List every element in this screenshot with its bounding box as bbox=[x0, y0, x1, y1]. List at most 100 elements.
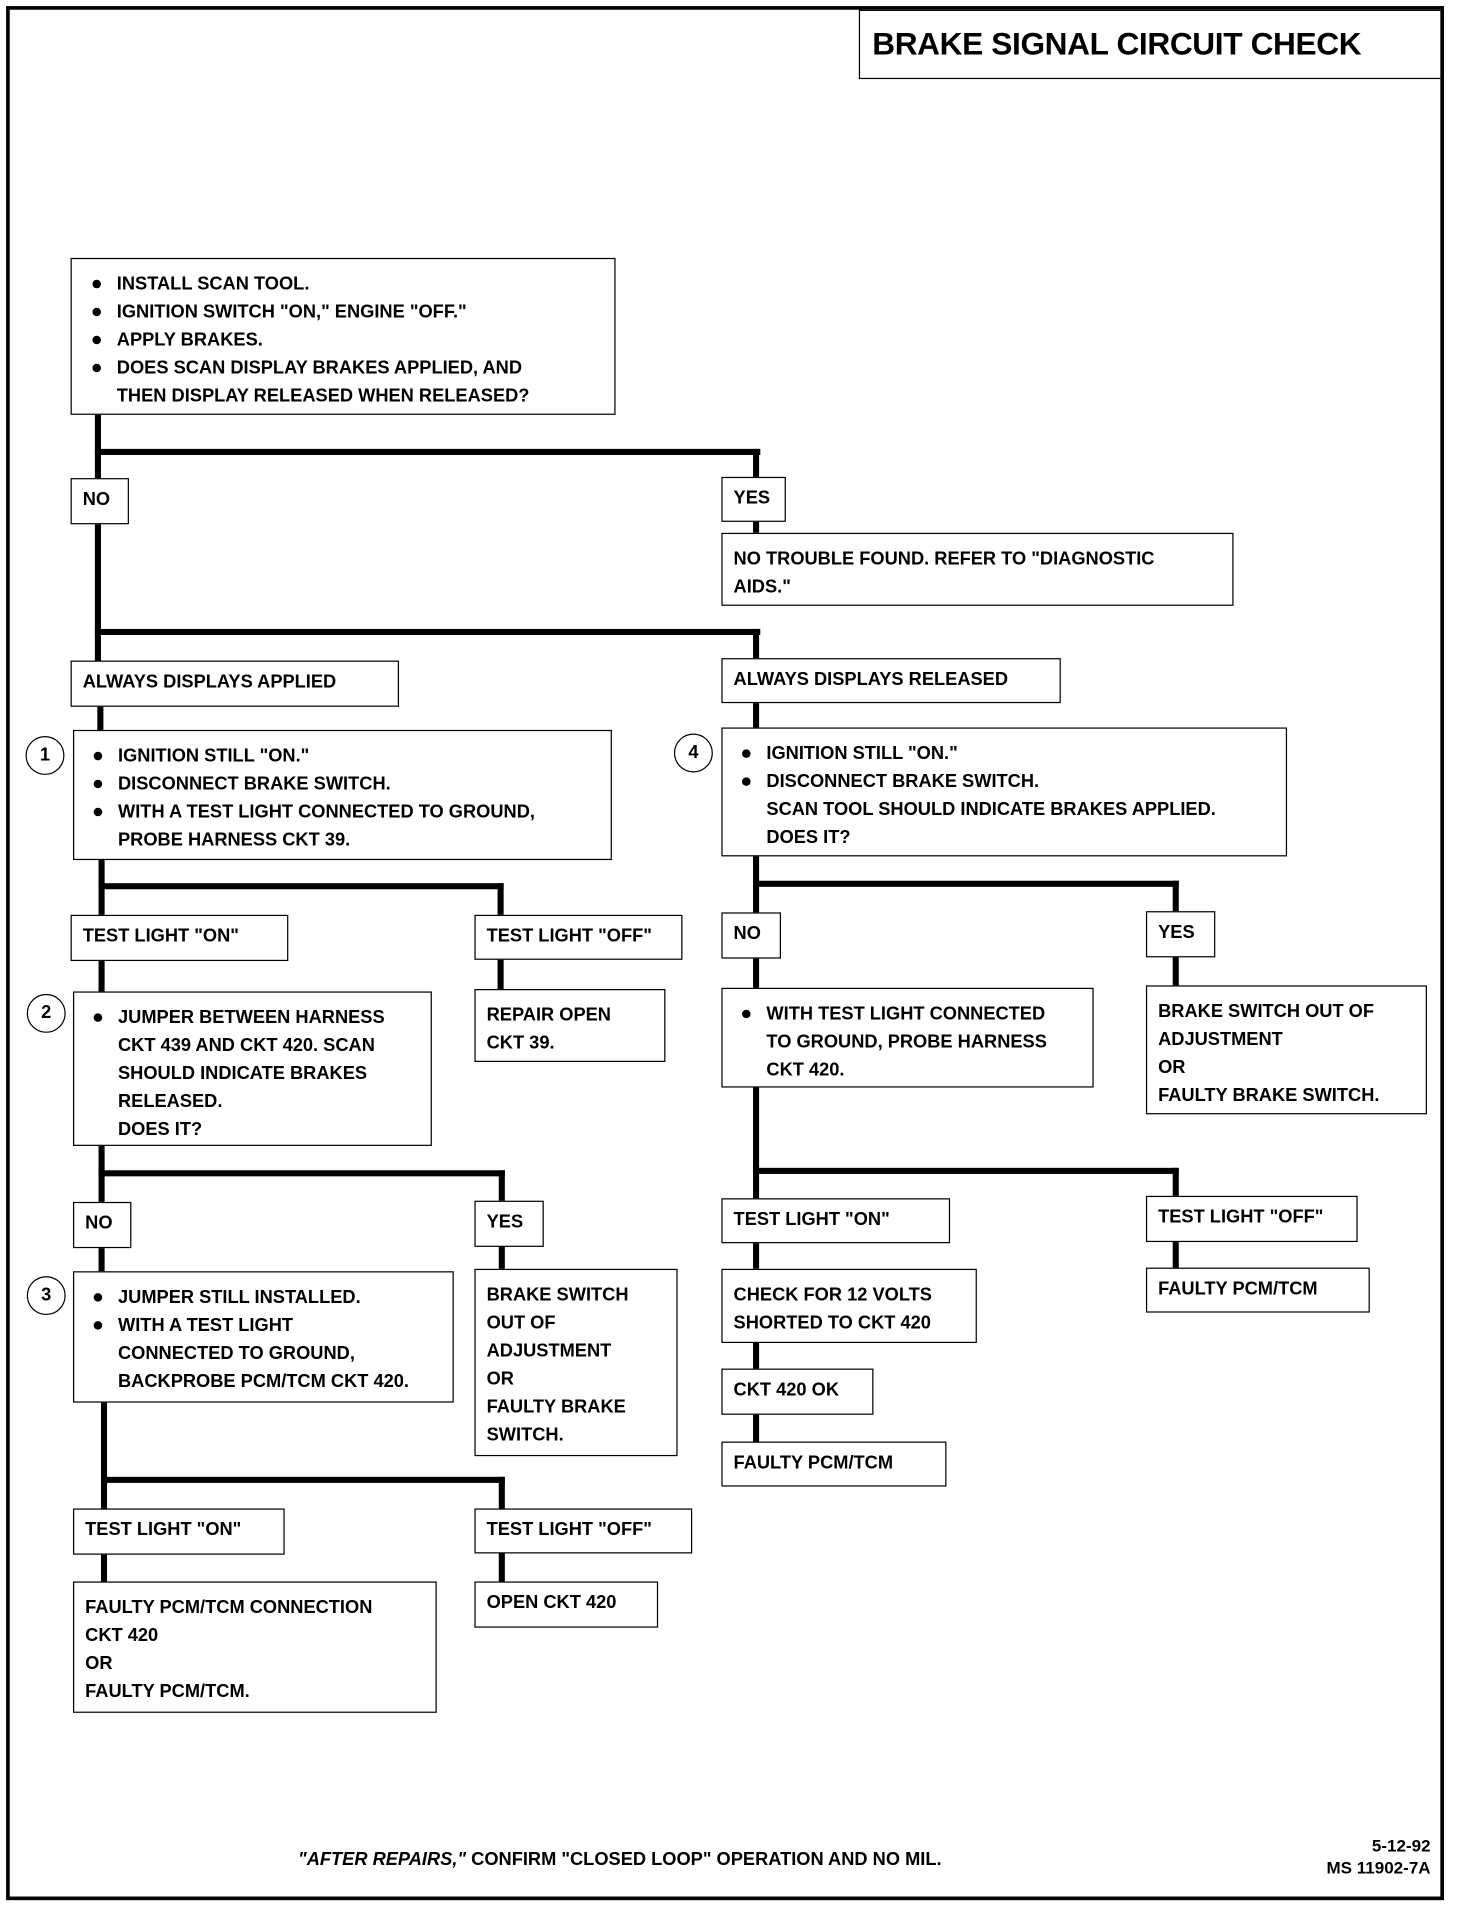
text-line: OR bbox=[85, 1653, 113, 1674]
connector bbox=[94, 413, 101, 663]
text-line: DOES IT? bbox=[118, 1119, 203, 1140]
page-border bbox=[6, 6, 1444, 1901]
text-line: FAULTY PCM/TCM. bbox=[85, 1681, 250, 1702]
text-line: BACKPROBE PCM/TCM CKT 420. bbox=[118, 1370, 409, 1392]
yes-label: YES bbox=[474, 1200, 544, 1247]
footer-italic: "AFTER REPAIRS," bbox=[298, 1849, 467, 1870]
bullet-item: WITH A TEST LIGHT CONNECTED TO GROUND, bbox=[93, 798, 601, 826]
test-light-off-label: TEST LIGHT "OFF" bbox=[474, 1508, 693, 1554]
text-line: CKT 420. bbox=[766, 1059, 845, 1081]
step-number-4: 4 bbox=[673, 733, 713, 773]
document-code: 5-12-92 MS 11902-7A bbox=[1294, 1834, 1430, 1878]
bullet-item: DOES SCAN DISPLAY BRAKES APPLIED, AND bbox=[92, 354, 605, 382]
page-title: BRAKE SIGNAL CIRCUIT CHECK bbox=[858, 9, 1441, 80]
yes-label: YES bbox=[1145, 911, 1216, 958]
step-4-box: IGNITION STILL "ON." DISCONNECT BRAKE SW… bbox=[721, 727, 1288, 857]
text-line: DOES IT? bbox=[766, 827, 851, 848]
text-line: NO TROUBLE FOUND. REFER TO "DIAGNOSTIC bbox=[733, 548, 1155, 570]
text-line: RELEASED. bbox=[118, 1091, 223, 1112]
text-line: BRAKE SWITCH bbox=[486, 1284, 629, 1306]
step-number-1: 1 bbox=[25, 735, 65, 775]
bullet-item: DISCONNECT BRAKE SWITCH. bbox=[93, 770, 601, 798]
step-3-box: JUMPER STILL INSTALLED. WITH A TEST LIGH… bbox=[72, 1271, 454, 1403]
text-line: BRAKE SWITCH OUT OF bbox=[1158, 1001, 1375, 1022]
connector bbox=[97, 705, 104, 733]
text-line: THEN DISPLAY RELEASED WHEN RELEASED? bbox=[116, 385, 530, 407]
text-line: SHOULD INDICATE BRAKES bbox=[118, 1063, 368, 1084]
text-line: OUT OF bbox=[486, 1312, 556, 1334]
faulty-pcm-tcm-box: FAULTY PCM/TCM bbox=[721, 1441, 947, 1487]
text-line: CKT 439 AND CKT 420. SCAN bbox=[118, 1035, 375, 1056]
no-label: NO bbox=[70, 478, 129, 525]
text-line: SWITCH. bbox=[486, 1424, 564, 1446]
bullet-item: INSTALL SCAN TOOL. bbox=[92, 270, 605, 298]
connector bbox=[753, 880, 1179, 887]
text-line: SCAN TOOL SHOULD INDICATE BRAKES APPLIED… bbox=[766, 799, 1216, 820]
test-light-off-label: TEST LIGHT "OFF" bbox=[1145, 1195, 1358, 1243]
check-12-volts-box: CHECK FOR 12 VOLTS SHORTED TO CKT 420 bbox=[721, 1268, 977, 1344]
bullet-item: IGNITION STILL "ON." bbox=[93, 742, 601, 770]
text-line: FAULTY BRAKE SWITCH. bbox=[1158, 1085, 1380, 1106]
connector bbox=[100, 1401, 108, 1584]
text-line: OR bbox=[486, 1368, 514, 1390]
text-line: ADJUSTMENT bbox=[486, 1340, 612, 1362]
no-label: NO bbox=[721, 912, 781, 959]
start-step-box: INSTALL SCAN TOOL. IGNITION SWITCH "ON,"… bbox=[70, 257, 616, 415]
no-label: NO bbox=[72, 1201, 132, 1249]
yes-label: YES bbox=[721, 476, 786, 522]
text-line: TO GROUND, PROBE HARNESS bbox=[766, 1031, 1047, 1053]
text-line: OR bbox=[1158, 1057, 1186, 1078]
connector bbox=[98, 883, 504, 890]
text-line: AIDS." bbox=[733, 576, 791, 598]
step-2-box: JUMPER BETWEEN HARNESS CKT 439 AND CKT 4… bbox=[72, 991, 432, 1146]
text-line: FAULTY PCM/TCM CONNECTION bbox=[85, 1597, 373, 1618]
text-line: CHECK FOR 12 VOLTS bbox=[733, 1284, 932, 1306]
ckt-420-ok-box: CKT 420 OK bbox=[721, 1368, 874, 1415]
test-light-off-label: TEST LIGHT "OFF" bbox=[474, 914, 683, 960]
connector bbox=[753, 628, 760, 661]
bullet-item: WITH A TEST LIGHT bbox=[93, 1311, 443, 1339]
faulty-pcm-tcm-box: FAULTY PCM/TCM bbox=[1145, 1267, 1370, 1313]
footer-note: "AFTER REPAIRS," CONFIRM "CLOSED LOOP" O… bbox=[298, 1849, 942, 1870]
text-line: SHORTED TO CKT 420 bbox=[733, 1312, 931, 1334]
test-light-on-label: TEST LIGHT "ON" bbox=[70, 914, 289, 962]
doc-date: 5-12-92 bbox=[1371, 1835, 1431, 1856]
test-light-on-label: TEST LIGHT "ON" bbox=[72, 1508, 285, 1555]
doc-number: MS 11902-7A bbox=[1326, 1857, 1431, 1878]
brake-switch-adjustment-box: BRAKE SWITCH OUT OF ADJUSTMENT OR FAULTY… bbox=[474, 1268, 678, 1457]
connector bbox=[753, 1167, 1179, 1174]
bullet-item: IGNITION SWITCH "ON," ENGINE "OFF." bbox=[92, 298, 605, 326]
step-number-3: 3 bbox=[26, 1276, 66, 1316]
connector bbox=[94, 628, 761, 636]
bullet-item: IGNITION STILL "ON." bbox=[742, 740, 1276, 768]
bullet-item: APPLY BRAKES. bbox=[92, 326, 605, 354]
probe-ckt420-box: WITH TEST LIGHT CONNECTED TO GROUND, PRO… bbox=[721, 987, 1094, 1088]
test-light-on-label: TEST LIGHT "ON" bbox=[721, 1198, 951, 1244]
text-line: CKT 39. bbox=[486, 1032, 555, 1054]
text-line: REPAIR OPEN bbox=[486, 1004, 611, 1026]
repair-open-ckt39-box: REPAIR OPEN CKT 39. bbox=[474, 989, 666, 1063]
open-ckt-420-box: OPEN CKT 420 bbox=[474, 1581, 659, 1628]
faulty-pcm-connection-box: FAULTY PCM/TCM CONNECTION CKT 420 OR FAU… bbox=[72, 1581, 437, 1713]
text-line: CKT 420 bbox=[85, 1625, 159, 1646]
bullet-item: WITH TEST LIGHT CONNECTED bbox=[742, 1000, 1082, 1028]
step-number-2: 2 bbox=[26, 993, 66, 1033]
text-line: FAULTY BRAKE bbox=[486, 1396, 626, 1418]
connector bbox=[98, 1170, 505, 1177]
connector bbox=[94, 448, 761, 455]
text-line: ADJUSTMENT bbox=[1158, 1029, 1283, 1050]
bullet-item: DISCONNECT BRAKE SWITCH. bbox=[742, 768, 1276, 796]
connector bbox=[100, 1476, 505, 1483]
connector bbox=[753, 701, 760, 729]
always-released-label: ALWAYS DISPLAYS RELEASED bbox=[721, 658, 1061, 704]
bullet-item: JUMPER BETWEEN HARNESS bbox=[93, 1004, 421, 1032]
step-1-box: IGNITION STILL "ON." DISCONNECT BRAKE SW… bbox=[72, 729, 612, 861]
brake-switch-adjustment-box: BRAKE SWITCH OUT OF ADJUSTMENT OR FAULTY… bbox=[1145, 985, 1427, 1115]
text-line: CONNECTED TO GROUND, bbox=[118, 1343, 355, 1364]
footer-text: CONFIRM "CLOSED LOOP" OPERATION AND NO M… bbox=[466, 1849, 942, 1870]
bullet-item: JUMPER STILL INSTALLED. bbox=[93, 1283, 443, 1311]
no-trouble-found-box: NO TROUBLE FOUND. REFER TO "DIAGNOSTIC A… bbox=[721, 532, 1234, 606]
text-line: PROBE HARNESS CKT 39. bbox=[118, 829, 351, 851]
always-applied-label: ALWAYS DISPLAYS APPLIED bbox=[70, 660, 400, 707]
